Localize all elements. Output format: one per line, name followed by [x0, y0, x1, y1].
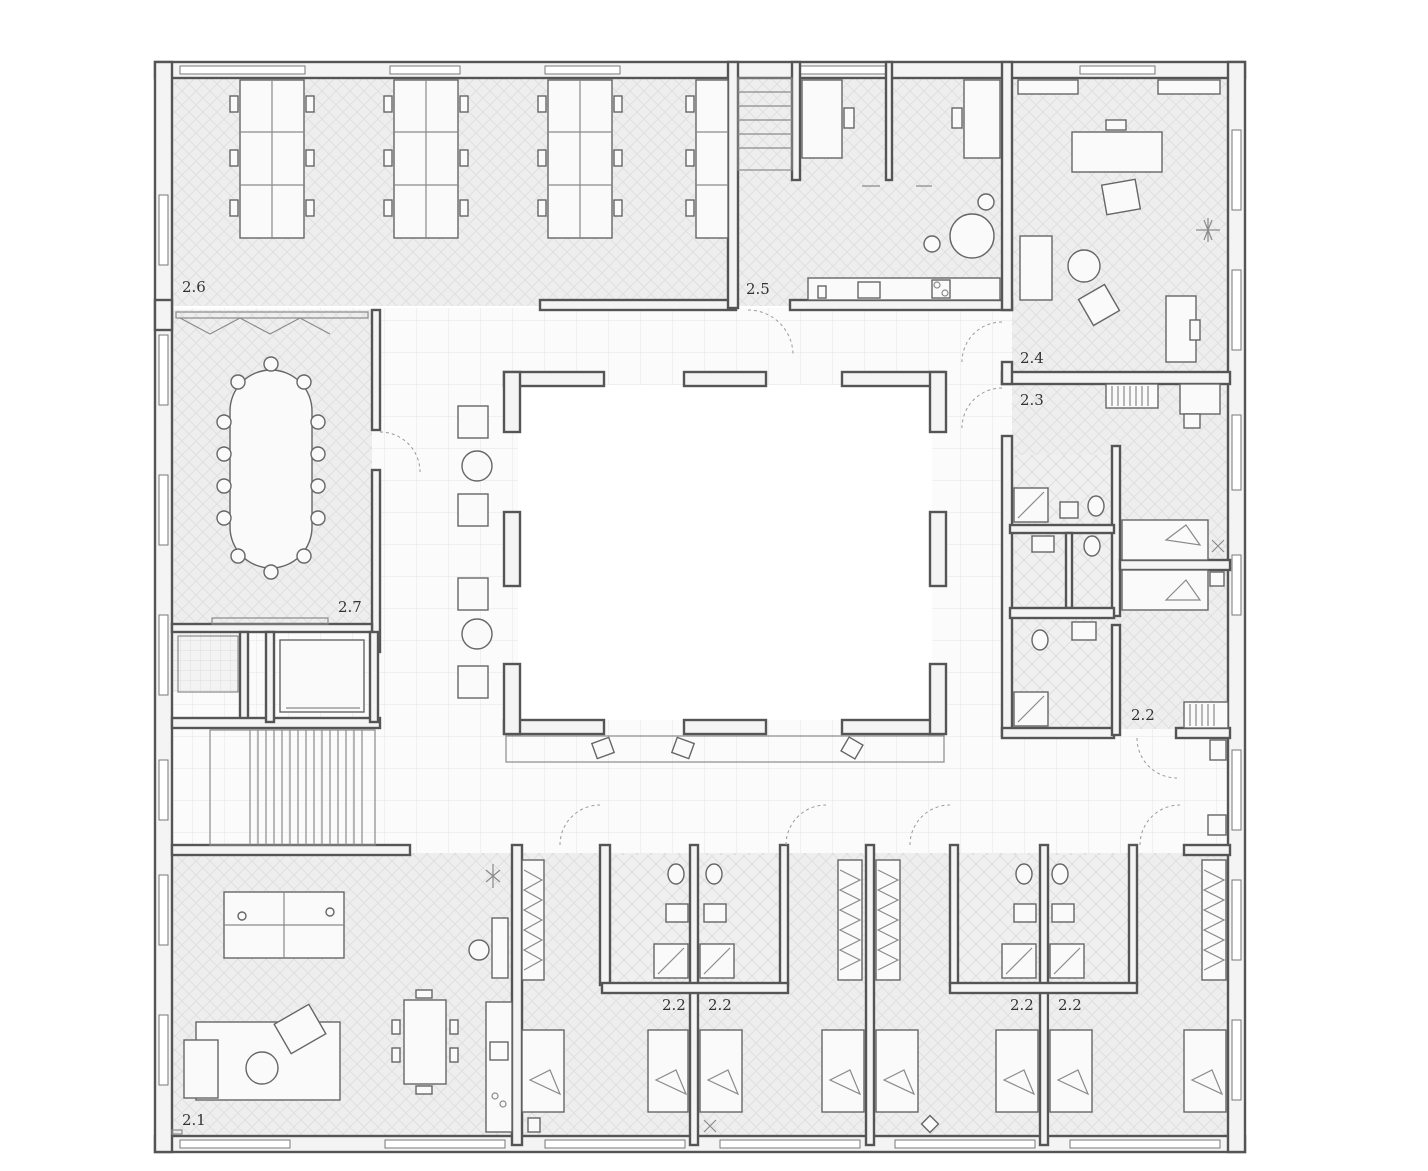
- room-label-2-5: 2.5: [746, 280, 770, 298]
- room-label-2-7: 2.7: [338, 598, 362, 616]
- east-bath-fixtures: [1013, 487, 1105, 727]
- courtyard: [518, 385, 932, 720]
- room-label-2-2-east: 2.2: [1131, 706, 1155, 724]
- south-bath-fixtures: [653, 863, 1085, 979]
- room-label-2-4: 2.4: [1020, 349, 1044, 367]
- room-label-2-1: 2.1: [182, 1111, 206, 1129]
- room-2-5-furniture: [801, 79, 1001, 301]
- door-swings: [379, 309, 1181, 846]
- room-label-2-6: 2.6: [182, 278, 206, 296]
- room-labels: 2.6 2.5 2.4 2.3 2.7 2.2 2.2 2.2 2.2 2.2 …: [182, 278, 1155, 1129]
- room-2-6-desks: [229, 79, 729, 239]
- room-label-2-2-d: 2.2: [1058, 996, 1082, 1014]
- wc-tile-room: [177, 635, 239, 693]
- room-2-3-furniture: [1105, 383, 1229, 836]
- room-label-2-2-c: 2.2: [1010, 996, 1034, 1014]
- windows: [158, 65, 1242, 1149]
- room-2-4-furniture: [1017, 79, 1221, 363]
- room-label-2-2-a: 2.2: [662, 996, 686, 1014]
- inner-walls: [153, 60, 1232, 1147]
- south-bedroom-furniture: [521, 859, 1227, 1134]
- room-label-2-2-b: 2.2: [708, 996, 732, 1014]
- stairs: [209, 77, 793, 846]
- corridor-furniture: [457, 405, 945, 763]
- room-label-2-3: 2.3: [1020, 391, 1044, 409]
- room-2-1-furniture: [171, 864, 513, 1135]
- room-2-7-furniture: [175, 311, 369, 713]
- small-wc-floor: [172, 632, 242, 692]
